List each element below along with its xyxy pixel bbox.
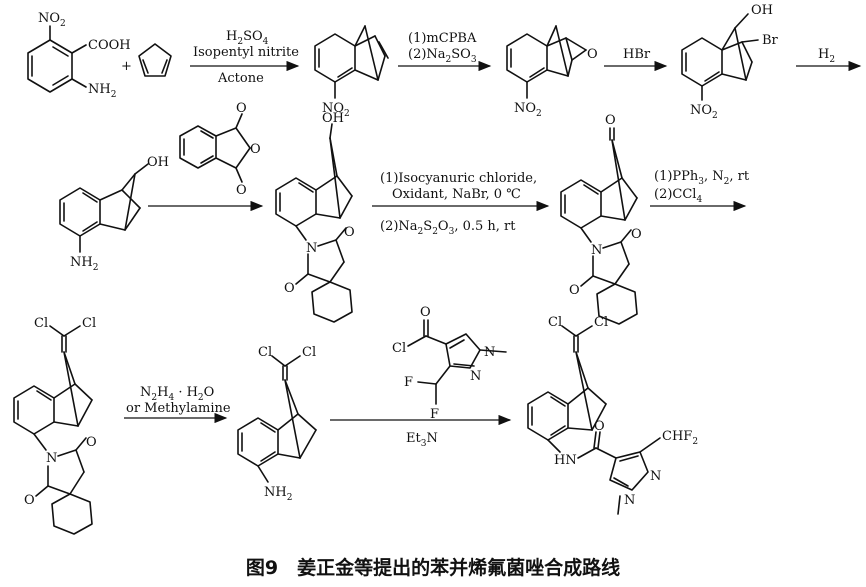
label-n: N bbox=[624, 493, 635, 508]
molecule-phthalimide-ketone: O N O O bbox=[560, 113, 642, 325]
label-oh: OH bbox=[147, 155, 169, 170]
label-o: O bbox=[236, 101, 247, 116]
label-nh2: NH2 bbox=[70, 255, 98, 273]
label-br: Br bbox=[762, 33, 779, 48]
molecule-nitro-benzonorbornadiene: NO2 bbox=[314, 25, 389, 119]
reagent-mcpba: (1)mCPBA bbox=[408, 31, 477, 46]
label-o: O bbox=[344, 225, 355, 240]
label-hn: HN bbox=[554, 453, 577, 468]
reagent-na2so3: (2)Na2SO3 bbox=[408, 47, 477, 65]
label-n: N bbox=[591, 243, 602, 258]
reagent-isopentyl-nitrite: Isopentyl nitrite bbox=[193, 45, 299, 60]
reagent-h2: H2 bbox=[818, 47, 835, 65]
label-o: O bbox=[420, 305, 431, 320]
molecule-phthalimide-alcohol: OH N O O bbox=[275, 111, 355, 323]
label-n: N bbox=[650, 469, 661, 484]
label-nh2: NH2 bbox=[264, 485, 292, 503]
reagent-hbr: HBr bbox=[623, 47, 651, 62]
molecule-dichloromethylene-phthalimide: Cl Cl N O O bbox=[13, 316, 97, 535]
label-o: O bbox=[250, 142, 261, 157]
figure-caption: 图9 姜正金等提出的苯并烯氟菌唑合成路线 bbox=[246, 556, 620, 579]
label-o: O bbox=[631, 227, 642, 242]
molecule-final-product: Cl Cl HN O CHF2 N N bbox=[527, 315, 698, 515]
reagent-h2so4: H2SO4 bbox=[226, 29, 269, 47]
label-cl: Cl bbox=[548, 315, 562, 330]
label-cl: Cl bbox=[594, 315, 608, 330]
label-no2: NO2 bbox=[38, 11, 66, 29]
molecule-amino-alcohol: OH NH2 bbox=[59, 155, 169, 273]
molecule-bromohydrin: OH Br NO2 bbox=[681, 3, 779, 121]
plus-sign: + bbox=[121, 59, 132, 74]
label-n: N bbox=[306, 241, 317, 256]
label-cl: Cl bbox=[82, 316, 96, 331]
molecule-dichloromethylene-amine: Cl Cl NH2 bbox=[237, 345, 317, 503]
molecule-phthalic-anhydride: O O O bbox=[179, 101, 261, 198]
label-o: O bbox=[594, 419, 605, 434]
reagent-ccl4: (2)CCl4 bbox=[654, 187, 702, 205]
reagent-isocyanuric-chloride: (1)Isocyanuric chloride, bbox=[380, 171, 537, 186]
label-oh: OH bbox=[751, 3, 773, 18]
label-o: O bbox=[24, 493, 35, 508]
molecule-epoxide: O NO2 bbox=[506, 25, 598, 119]
label-oh: OH bbox=[322, 111, 344, 126]
label-o: O bbox=[284, 281, 295, 296]
molecule-pyrazole-acid-chloride: O Cl N N F F bbox=[392, 305, 507, 422]
label-no2: NO2 bbox=[690, 103, 718, 121]
label-chf2: CHF2 bbox=[662, 429, 698, 447]
label-no2: NO2 bbox=[322, 101, 350, 119]
reagent-hydrazine: N2H4 · H2O bbox=[140, 385, 214, 403]
label-n: N bbox=[46, 451, 57, 466]
label-o: O bbox=[86, 435, 97, 450]
label-nh2: NH2 bbox=[88, 82, 116, 100]
label-cl: Cl bbox=[302, 345, 316, 360]
molecule-aminonitrobenzoic-acid: NO2 COOH NH2 bbox=[27, 11, 131, 100]
reagent-oxidant: Oxidant, NaBr, 0 ℃ bbox=[392, 187, 521, 202]
reagent-et3n: Et3N bbox=[406, 431, 438, 449]
label-o: O bbox=[605, 113, 616, 128]
reagent-na2s2o3: (2)Na2S2O3, 0.5 h, rt bbox=[380, 219, 516, 237]
label-n: N bbox=[484, 345, 495, 360]
label-cl: Cl bbox=[392, 341, 406, 356]
reagent-methylamine: or Methylamine bbox=[126, 401, 231, 416]
reagent-actone: Actone bbox=[217, 71, 264, 86]
label-f: F bbox=[404, 375, 413, 390]
reagent-pph3: (1)PPh3, N2, rt bbox=[654, 169, 750, 187]
label-epoxide-o: O bbox=[587, 47, 598, 62]
label-n: N bbox=[470, 369, 481, 384]
label-o: O bbox=[569, 283, 580, 298]
molecule-cyclopentadiene bbox=[138, 43, 172, 77]
label-f: F bbox=[430, 407, 439, 422]
label-o: O bbox=[236, 183, 247, 198]
label-cl: Cl bbox=[34, 316, 48, 331]
label-cooh: COOH bbox=[88, 38, 131, 53]
label-no2: NO2 bbox=[514, 101, 542, 119]
label-cl: Cl bbox=[258, 345, 272, 360]
